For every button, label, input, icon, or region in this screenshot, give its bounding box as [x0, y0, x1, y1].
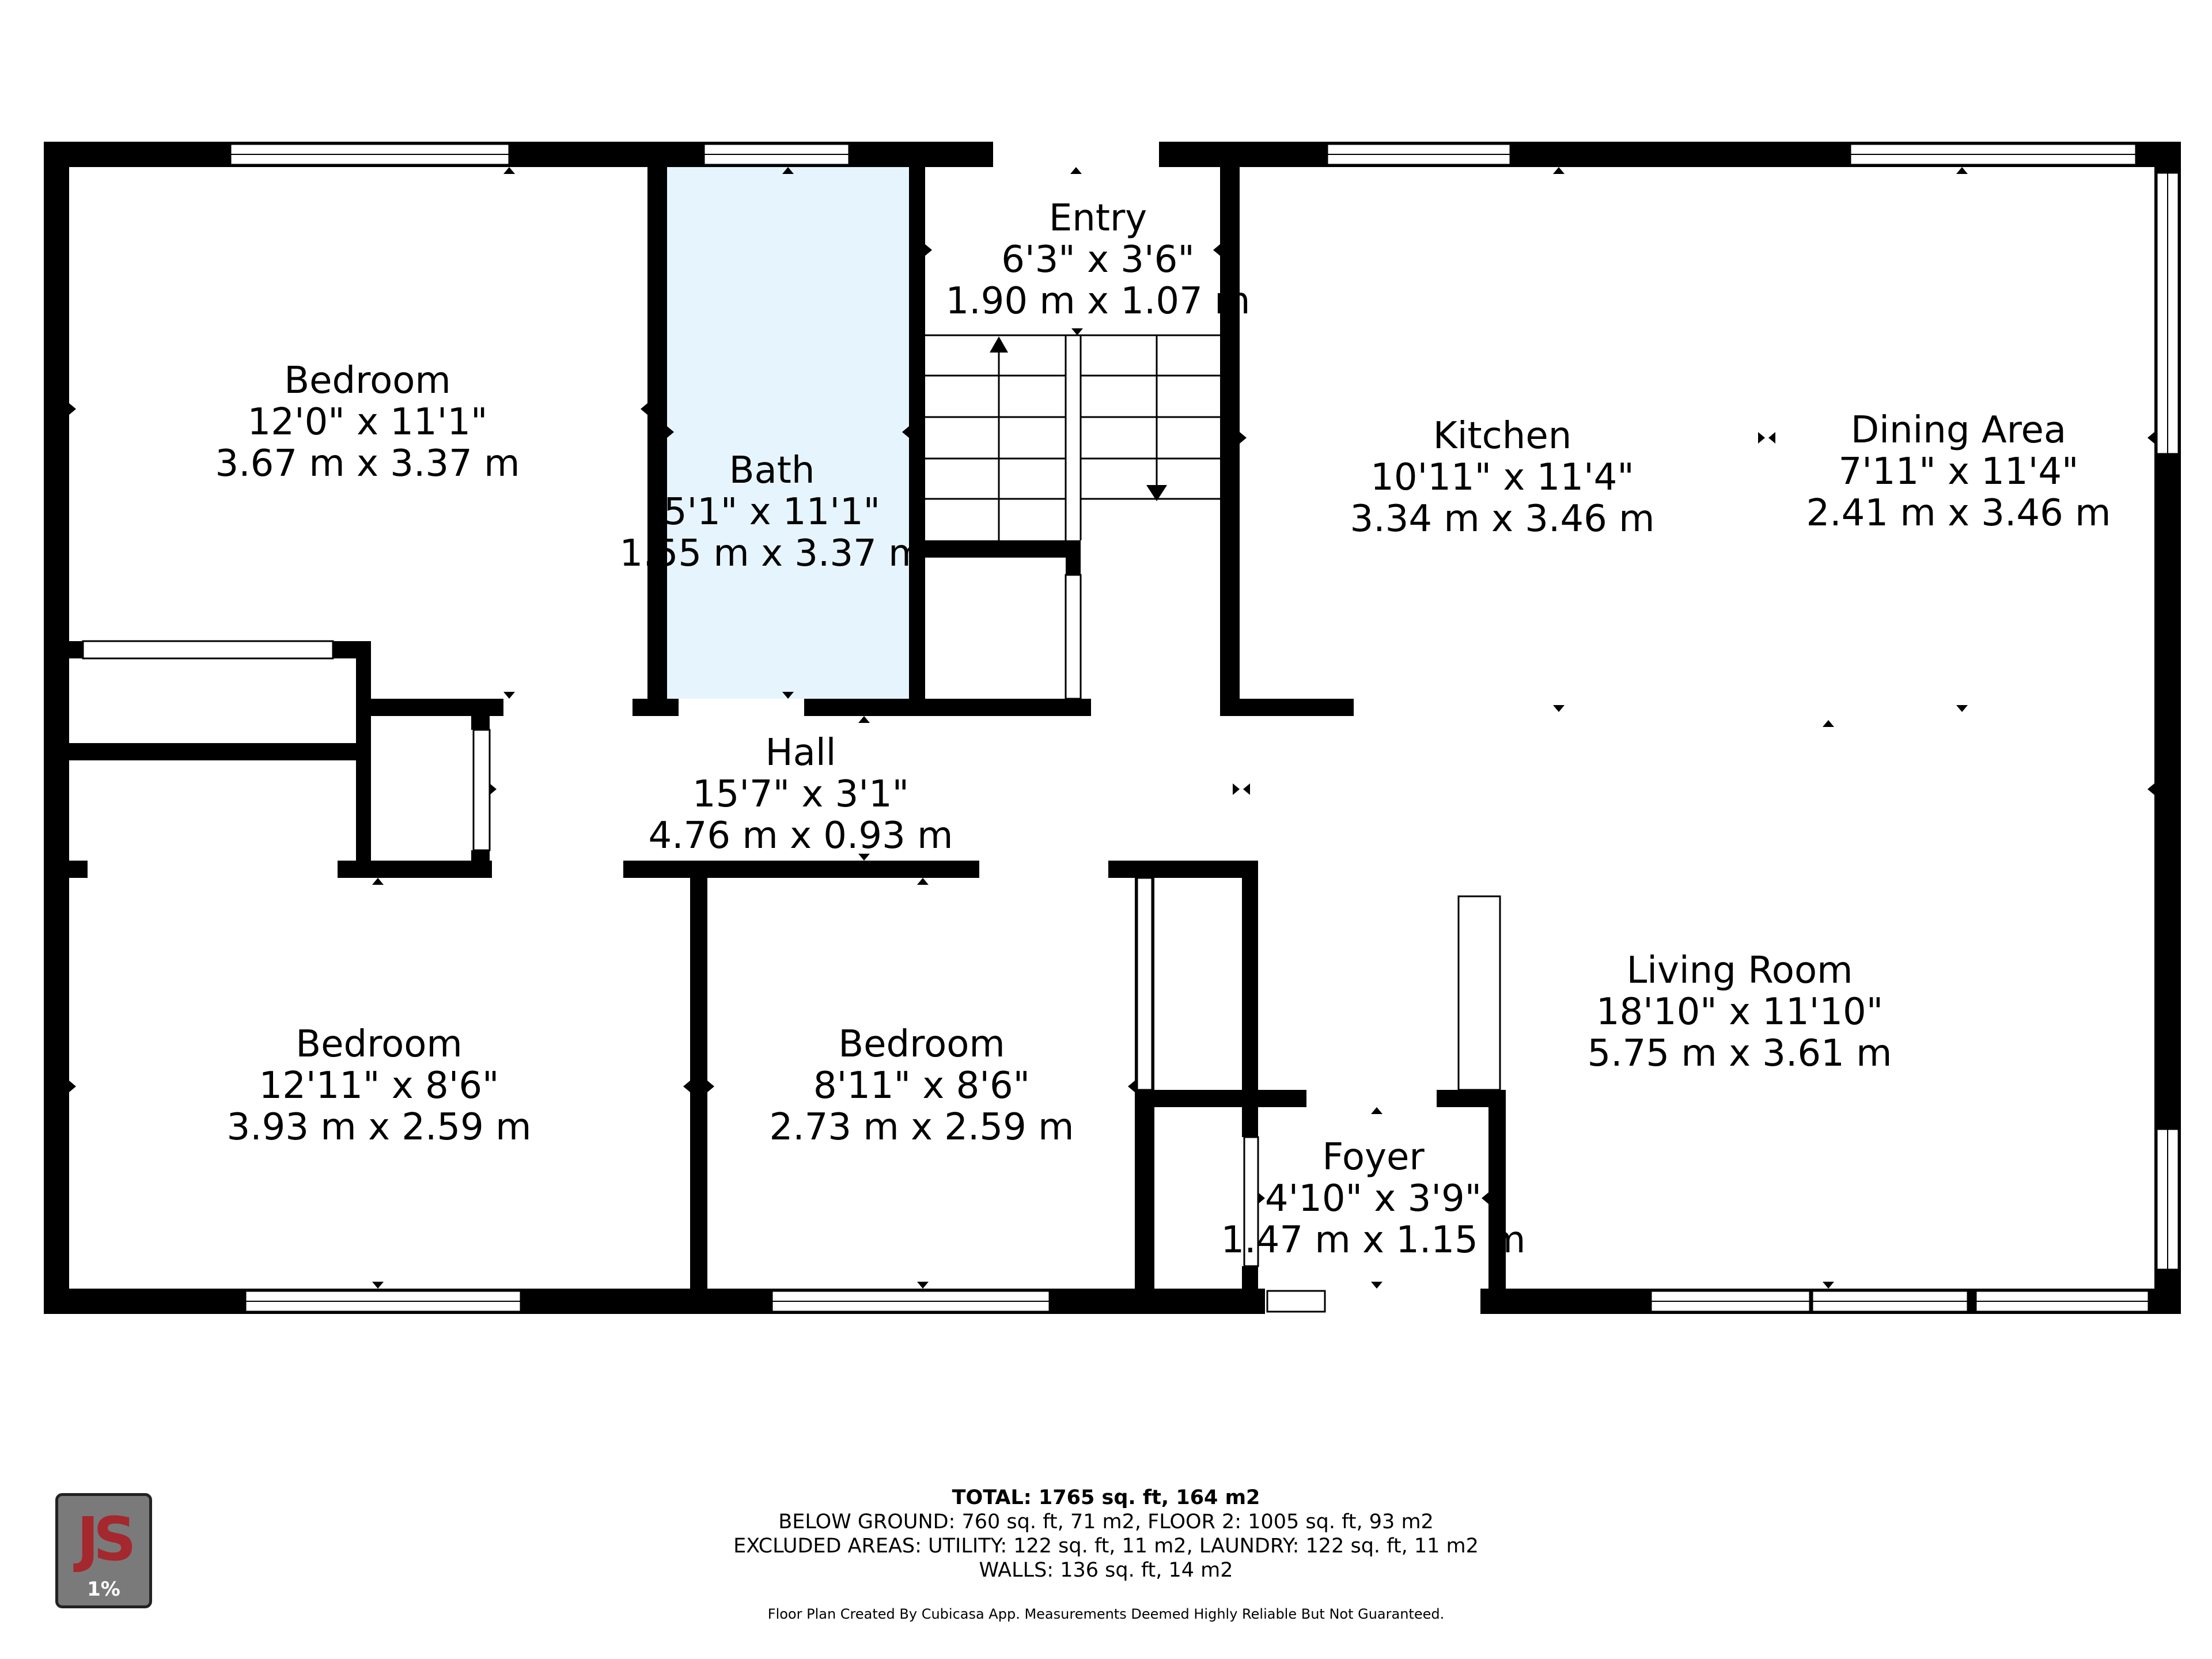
room-imperial-bedroom-2: 12'11" x 8'6": [259, 1065, 499, 1107]
stairs: [925, 334, 1220, 540]
room-imperial-dining-area: 7'11" x 11'4": [1839, 450, 2079, 493]
excluded-areas: EXCLUDED AREAS: UTILITY: 122 sq. ft, 11 …: [733, 1535, 1479, 1558]
logo-percent-text: 1%: [87, 1578, 120, 1601]
room-name-living-room: Living Room: [1627, 949, 1853, 992]
room-metric-entry: 1.90 m x 1.07 m: [946, 280, 1251, 323]
room-imperial-bath: 5'1" x 11'1": [664, 491, 880, 533]
room-name-hall: Hall: [766, 732, 836, 774]
room-metric-bath: 1.55 m x 3.37 m: [620, 532, 925, 575]
room-metric-hall: 4.76 m x 0.93 m: [649, 815, 953, 857]
room-metric-bedroom-1: 3.67 m x 3.37 m: [215, 442, 520, 485]
room-metric-bedroom-3: 2.73 m x 2.59 m: [770, 1106, 1074, 1149]
room-name-foyer: Foyer: [1322, 1136, 1425, 1179]
dimension-markers: [69, 167, 2154, 1289]
room-metric-dining-area: 2.41 m x 3.46 m: [1806, 492, 2111, 535]
room-imperial-foyer: 4'10" x 3'9": [1265, 1177, 1482, 1220]
room-name-kitchen: Kitchen: [1433, 415, 1572, 457]
room-imperial-hall: 15'7" x 3'1": [692, 773, 909, 816]
total-area: TOTAL: 1765 sq. ft, 164 m2: [952, 1486, 1260, 1509]
room-name-dining-area: Dining Area: [1851, 409, 2066, 452]
room-name-bedroom-1: Bedroom: [284, 359, 450, 402]
room-metric-foyer: 1.47 m x 1.15 m: [1221, 1219, 1526, 1262]
walls-area: WALLS: 136 sq. ft, 14 m2: [979, 1559, 1233, 1582]
room-name-bedroom-2: Bedroom: [296, 1023, 462, 1066]
stair-arrows: [990, 336, 1167, 501]
room-name-bedroom-3: Bedroom: [838, 1023, 1005, 1066]
room-name-entry: Entry: [1049, 197, 1147, 240]
room-imperial-living-room: 18'10" x 11'10": [1596, 991, 1883, 1033]
room-imperial-kitchen: 10'11" x 11'4": [1370, 456, 1634, 499]
room-imperial-bedroom-3: 8'11" x 8'6": [813, 1065, 1030, 1107]
room-metric-bedroom-2: 3.93 m x 2.59 m: [227, 1106, 532, 1149]
closet-doors: [82, 574, 1501, 1267]
bath-fill: [667, 167, 909, 699]
logo-mark: JS: [77, 1504, 137, 1574]
window-centre-lines: [230, 154, 2168, 1302]
brand-logo: JS 1%: [55, 1493, 152, 1608]
room-imperial-bedroom-1: 12'0" x 11'1": [248, 401, 488, 444]
room-imperial-entry: 6'3" x 3'6": [1001, 238, 1195, 281]
room-metric-living-room: 5.75 m x 3.61 m: [1588, 1032, 1892, 1075]
disclaimer-note: Floor Plan Created By Cubicasa App. Meas…: [767, 1606, 1445, 1622]
room-name-bath: Bath: [729, 449, 815, 492]
area-breakdown: BELOW GROUND: 760 sq. ft, 71 m2, FLOOR 2…: [778, 1510, 1434, 1533]
room-metric-kitchen: 3.34 m x 3.46 m: [1350, 498, 1655, 540]
